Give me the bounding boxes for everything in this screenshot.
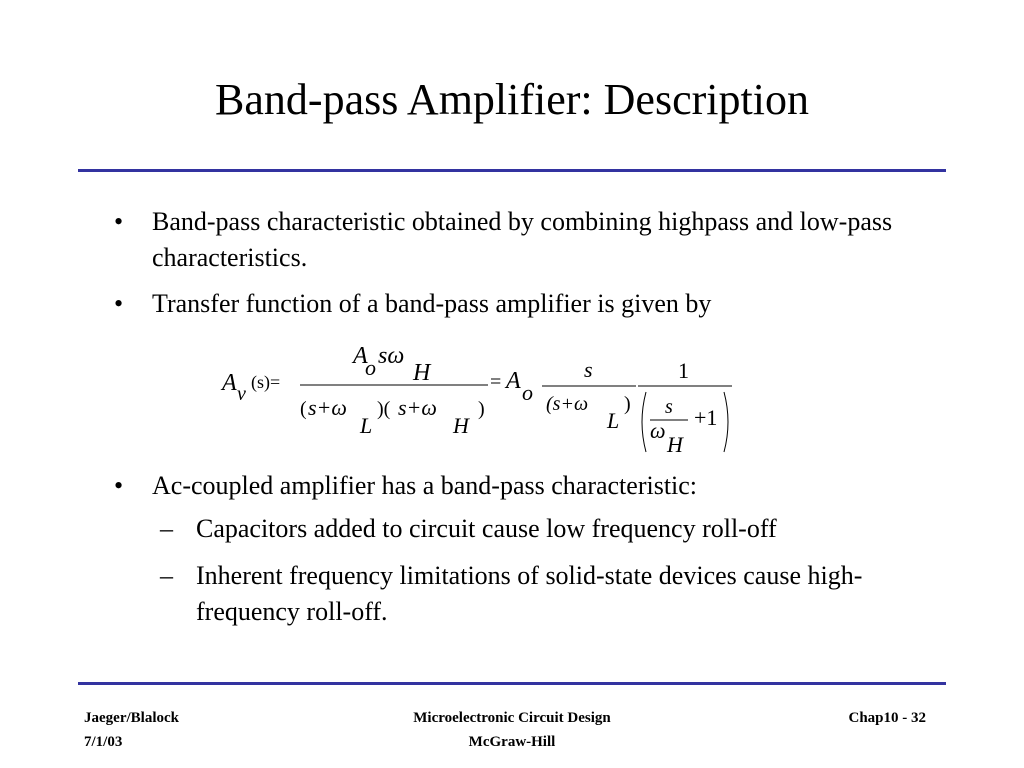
eq-den1-mid: )( xyxy=(377,398,391,420)
eq-rhs-sub-o: o xyxy=(522,380,533,405)
footer-book-title: Microelectronic Circuit Design xyxy=(413,710,611,726)
top-divider xyxy=(78,169,946,172)
footer-publisher: McGraw-Hill xyxy=(468,734,556,750)
eq-num1-h: H xyxy=(412,360,432,386)
eq-num1-a: A xyxy=(351,343,368,369)
eq-frac2-den: (s+ω xyxy=(546,393,588,415)
eq-den1-s-omega-2: s+ω xyxy=(398,395,437,420)
bullet-marker: • xyxy=(114,471,124,500)
bullet-marker: • xyxy=(114,207,124,236)
eq-frac2-den-close: ) xyxy=(624,393,631,415)
eq-lhs-arg: (s)= xyxy=(251,372,280,393)
eq-den1-l: L xyxy=(359,413,372,438)
eq-frac2-den-l: L xyxy=(606,408,619,433)
footer-right: Chap10 - 32 xyxy=(760,706,926,730)
eq-left-paren xyxy=(641,391,647,453)
eq-rhs-a: A xyxy=(504,368,521,394)
transfer-function-equation: A v (s)= A o sω H ( s+ω L )( s+ω H ) = A… xyxy=(220,343,732,457)
subbullet-text: Inherent frequency limitations of solid-… xyxy=(196,561,863,626)
bullet-text: Band-pass characteristic obtained by com… xyxy=(152,207,893,272)
eq-inner-s: s xyxy=(665,396,673,418)
bullet-marker: • xyxy=(114,289,124,318)
eq-num1-s-omega: sω xyxy=(378,343,404,369)
bullet-text: Ac-coupled amplifier has a band-pass cha… xyxy=(152,471,698,500)
eq-den1-s-omega: s+ω xyxy=(308,395,347,420)
bottom-divider xyxy=(78,682,946,685)
bullet-text: Transfer function of a band-pass amplifi… xyxy=(152,289,712,318)
footer-authors: Jaeger/Blalock xyxy=(84,710,179,726)
eq-num1-sub-o: o xyxy=(365,355,376,380)
eq-den1-h: H xyxy=(452,413,470,438)
eq-equals-2: = xyxy=(490,371,501,393)
slide-title: Band-pass Amplifier: Description xyxy=(215,75,809,124)
eq-lhs-sub: v xyxy=(237,383,246,405)
eq-inner-plus1: +1 xyxy=(694,405,717,430)
eq-inner-h: H xyxy=(666,432,684,457)
subbullet-marker: – xyxy=(160,514,173,543)
eq-lhs-a: A xyxy=(220,370,237,396)
eq-right-paren xyxy=(723,391,729,453)
eq-den1-open: ( xyxy=(300,398,307,420)
eq-den1-close: ) xyxy=(478,398,485,420)
footer-page-number: Chap10 - 32 xyxy=(848,710,926,726)
eq-frac3-num: 1 xyxy=(678,358,689,383)
subbullet-marker: – xyxy=(160,561,173,590)
eq-inner-omega: ω xyxy=(650,418,666,443)
footer-left: Jaeger/Blalock 7/1/03 xyxy=(84,706,179,754)
footer-date: 7/1/03 xyxy=(84,734,123,750)
eq-frac2-num: s xyxy=(584,357,593,382)
subbullet-text: Capacitors added to circuit cause low fr… xyxy=(196,514,777,543)
footer-center: Microelectronic Circuit Design McGraw-Hi… xyxy=(362,706,662,754)
